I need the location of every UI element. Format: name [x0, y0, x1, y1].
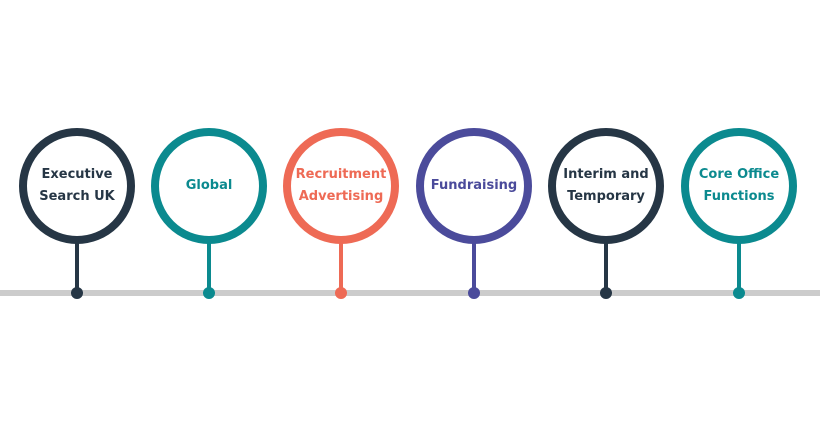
node-dot	[733, 287, 745, 299]
timeline-track	[0, 290, 820, 296]
node-label: Executive Search UK	[39, 167, 115, 204]
node-dot	[335, 287, 347, 299]
node-label: Fundraising	[430, 178, 518, 193]
node-dot	[203, 287, 215, 299]
node-circle: Core Office Functions	[681, 128, 797, 244]
node-stem	[472, 242, 476, 294]
timeline-node: Fundraising	[416, 128, 532, 300]
node-stem	[737, 242, 741, 294]
node-label: Global	[185, 178, 233, 193]
node-circle: Global	[151, 128, 267, 244]
node-dot	[71, 287, 83, 299]
node-stem	[339, 242, 343, 294]
timeline-node: Core Office Functions	[681, 128, 797, 300]
node-label: Recruitment Advertising	[295, 167, 387, 204]
timeline-node: Recruitment Advertising	[283, 128, 399, 300]
node-circle: Recruitment Advertising	[283, 128, 399, 244]
node-circle: Executive Search UK	[19, 128, 135, 244]
node-stem	[75, 242, 79, 294]
node-label: Interim and Temporary	[563, 167, 649, 204]
timeline-node: Global	[151, 128, 267, 300]
timeline-node: Interim and Temporary	[548, 128, 664, 300]
node-circle: Interim and Temporary	[548, 128, 664, 244]
node-circle: Fundraising	[416, 128, 532, 244]
node-stem	[207, 242, 211, 294]
node-dot	[468, 287, 480, 299]
timeline-node: Executive Search UK	[19, 128, 135, 300]
node-label: Core Office Functions	[698, 167, 780, 204]
node-stem	[604, 242, 608, 294]
node-dot	[600, 287, 612, 299]
